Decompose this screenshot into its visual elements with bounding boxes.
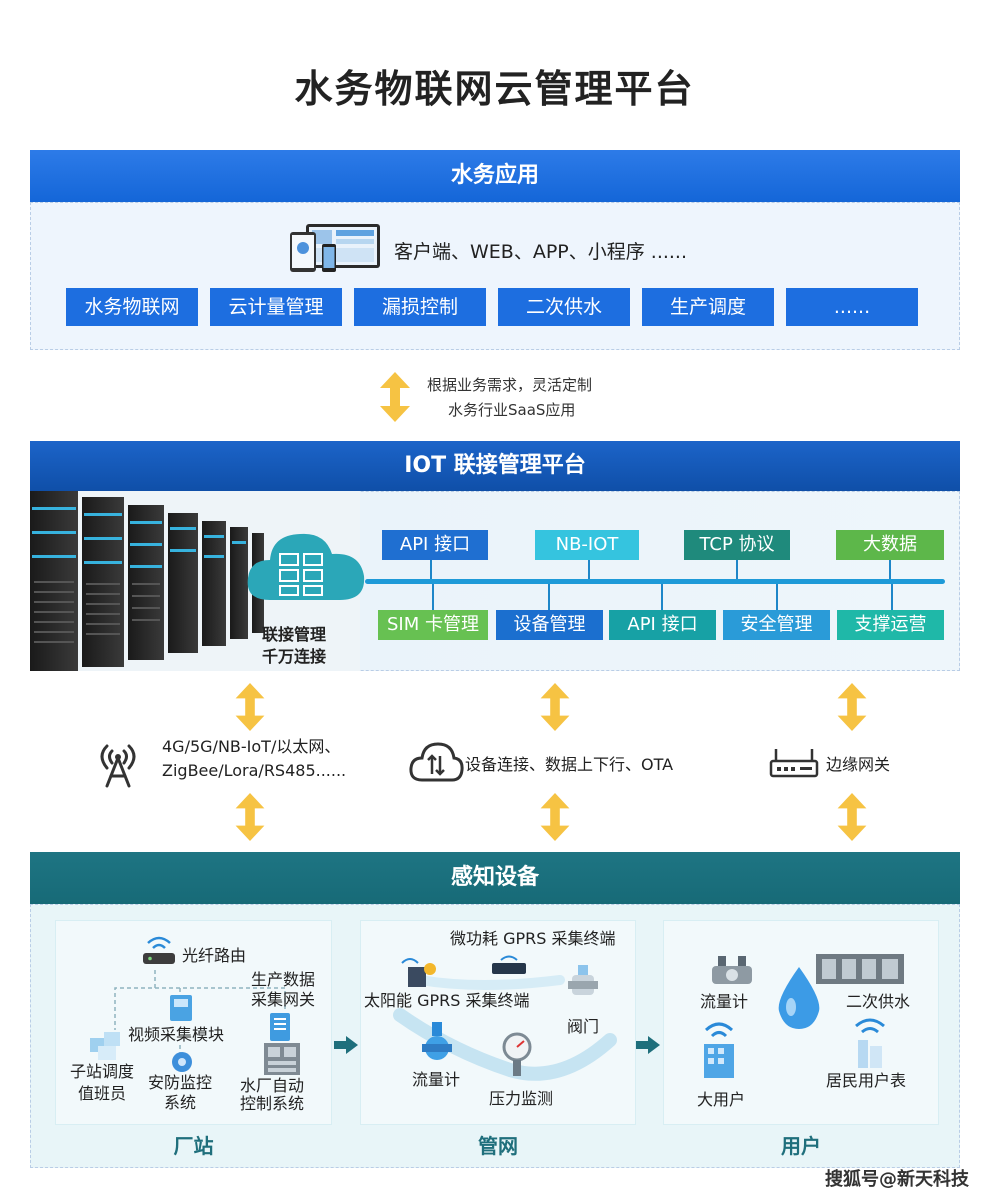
app-section-header: 水务应用 (30, 150, 960, 202)
cloud-label-line2: 千万连接 (262, 647, 327, 666)
app-item-more: ...... (786, 288, 918, 326)
video-module-icon (168, 993, 194, 1027)
connector (736, 560, 738, 579)
valve-label: 阀门 (567, 1017, 600, 1036)
big-user-label: 大用户 (697, 1090, 746, 1109)
production-gateway-line2: 采集网关 (251, 990, 316, 1009)
pressure-label: 压力监测 (489, 1089, 554, 1108)
tag-api-top: API 接口 (382, 530, 488, 560)
pipe-flow-lines (360, 920, 636, 1129)
connector (889, 560, 891, 579)
production-gateway-line1: 生产数据 (251, 970, 316, 989)
user-label: 用户 (781, 1134, 821, 1158)
cloud-label-line1: 联接管理 (262, 625, 327, 644)
valve-icon (568, 963, 598, 1007)
double-arrow-icon (235, 793, 265, 841)
double-arrow-icon (235, 683, 265, 731)
app-description: 客户端、WEB、APP、小程序 ...... (394, 241, 688, 263)
tag-security-mgmt: 安全管理 (723, 610, 830, 640)
app-item-secondary-supply: 二次供水 (498, 288, 630, 326)
gateway-device-icon (268, 1012, 292, 1046)
watermark: 搜狐号@新天科技 (825, 1169, 969, 1190)
plant-label: 厂站 (173, 1134, 214, 1158)
flow-arrow-icon (636, 1036, 660, 1058)
tag-tcp: TCP 协议 (684, 530, 790, 560)
cloud-management-icon (240, 520, 375, 610)
low-power-gprs-label: 微功耗 GPRS 采集终端 (450, 929, 616, 948)
connector (776, 584, 778, 610)
user-flowmeter-label: 流量计 (700, 992, 749, 1011)
bus-line (365, 579, 945, 584)
tag-sim: SIM 卡管理 (378, 610, 488, 640)
connector (588, 560, 590, 579)
double-arrow-icon (540, 793, 570, 841)
connector (891, 584, 893, 610)
big-user-icon (694, 1018, 744, 1084)
auto-control-line2: 控制系统 (240, 1094, 305, 1113)
pipe-label: 管网 (478, 1134, 518, 1158)
double-arrow-icon (837, 683, 867, 731)
solar-gprs-label: 太阳能 GPRS 采集终端 (364, 991, 530, 1010)
user-flowmeter-icon (712, 952, 752, 994)
water-drop-icon (774, 965, 824, 1035)
security-line1: 安防监控 (148, 1073, 213, 1092)
secondary-supply-label: 二次供水 (846, 992, 911, 1011)
security-line2: 系统 (164, 1093, 197, 1112)
double-arrow-icon (380, 372, 410, 422)
network-line2: ZigBee/Lora/RS485...... (162, 761, 347, 780)
network-line1: 4G/5G/NB-IoT/以太网、 (162, 737, 341, 756)
app-section-box (30, 202, 960, 350)
connector (430, 560, 432, 579)
gprs-terminal-icon (489, 953, 529, 981)
tag-ops-support: 支撑运营 (837, 610, 944, 640)
app-item-production-dispatch: 生产调度 (642, 288, 774, 326)
resident-meter-label: 居民用户表 (826, 1071, 907, 1090)
control-cabinet-icon (263, 1042, 301, 1080)
tag-nb-iot: NB-IOT (535, 530, 639, 560)
pipe-flowmeter-icon (420, 1020, 454, 1068)
tag-big-data: 大数据 (836, 530, 944, 560)
iot-section-header: IOT 联接管理平台 (30, 441, 960, 491)
custom-note-line1: 根据业务需求，灵活定制 (427, 376, 593, 394)
secondary-supply-icon (812, 948, 908, 992)
camera-icon (170, 1050, 194, 1078)
device-conn-text: 设备连接、数据上下行、OTA (465, 755, 674, 774)
edge-gateway-text: 边缘网关 (826, 755, 891, 774)
double-arrow-icon (837, 793, 867, 841)
antenna-icon (95, 738, 141, 792)
resident-meter-icon (848, 1014, 892, 1074)
page-title: 水务物联网云管理平台 (294, 67, 695, 111)
app-item-water-iot: 水务物联网 (66, 288, 198, 326)
connector (432, 584, 434, 610)
connector (548, 584, 550, 610)
fiber-router-icon (140, 933, 178, 971)
double-arrow-icon (540, 683, 570, 731)
dispatcher-line2: 值班员 (78, 1084, 127, 1103)
app-item-cloud-metering: 云计量管理 (210, 288, 342, 326)
tag-device-mgmt: 设备管理 (496, 610, 603, 640)
dispatcher-icon (88, 1028, 124, 1066)
app-item-leak-control: 漏损控制 (354, 288, 486, 326)
solar-terminal-icon (398, 955, 438, 993)
pipe-flowmeter-label: 流量计 (412, 1070, 461, 1089)
tag-api-bottom: API 接口 (609, 610, 716, 640)
dispatcher-line1: 子站调度 (70, 1062, 135, 1081)
fiber-router-label: 光纤路由 (182, 946, 247, 965)
custom-note-line2: 水务行业SaaS应用 (448, 401, 576, 419)
video-module-label: 视频采集模块 (128, 1025, 225, 1044)
router-icon (768, 745, 820, 783)
connector (661, 584, 663, 610)
auto-control-line1: 水厂自动 (240, 1076, 305, 1095)
flow-arrow-icon (334, 1036, 358, 1058)
sense-section-header: 感知设备 (30, 852, 960, 904)
devices-icon (288, 222, 384, 274)
cloud-sync-icon (408, 740, 464, 790)
pressure-gauge-icon (500, 1032, 534, 1082)
